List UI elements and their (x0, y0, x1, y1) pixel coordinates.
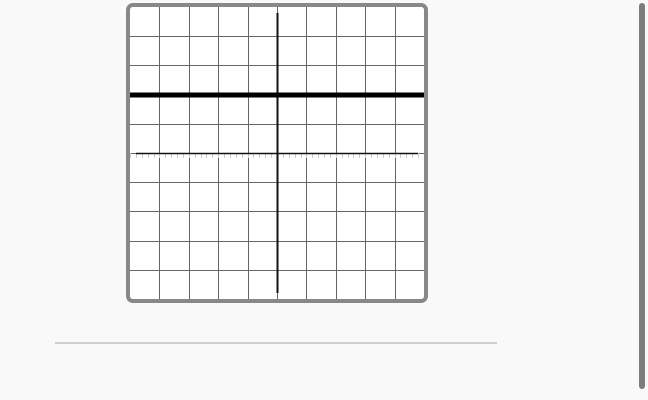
graph-panel[interactable] (126, 3, 428, 303)
divider-line (55, 342, 497, 344)
coordinate-grid[interactable] (130, 7, 424, 299)
scrollbar-thumb[interactable] (639, 3, 645, 389)
